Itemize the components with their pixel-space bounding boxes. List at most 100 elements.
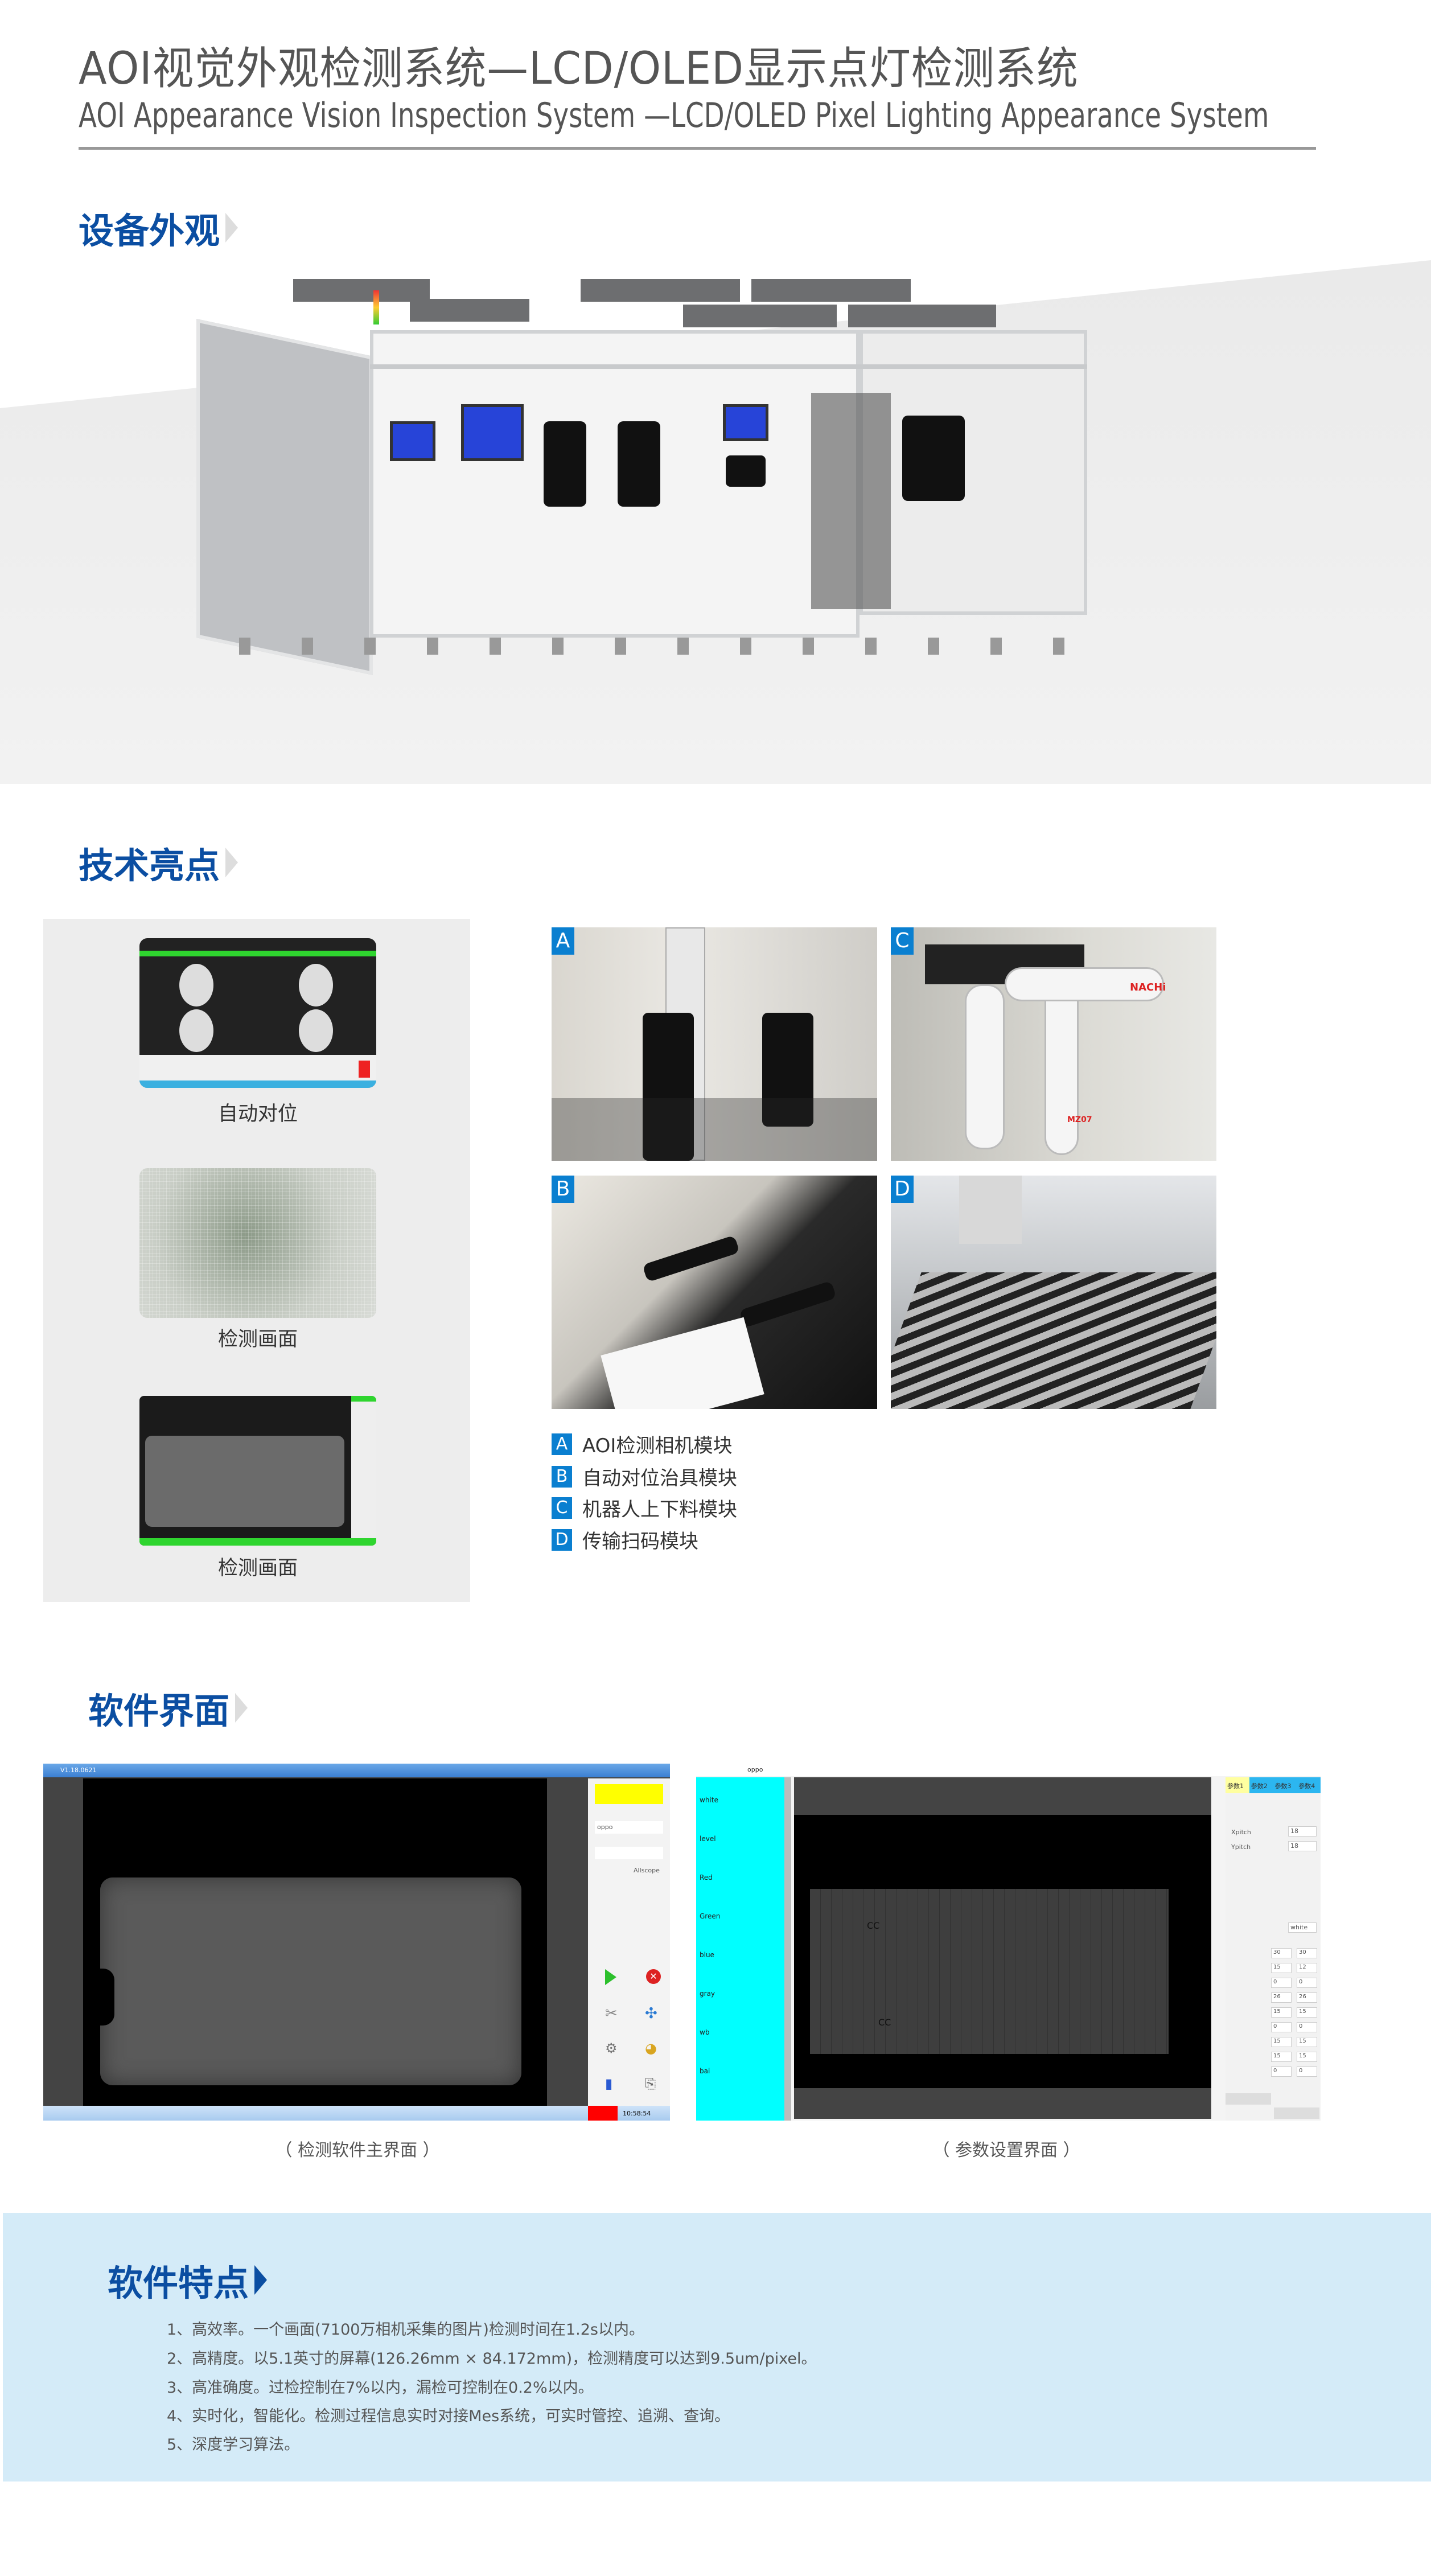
threshold-input[interactable]: 0	[1271, 1978, 1292, 1988]
threshold-input[interactable]: 15	[1271, 2037, 1292, 2047]
section-heading-highlights: 技术亮点	[79, 837, 238, 888]
threshold-input[interactable]: 26	[1297, 1992, 1317, 2003]
legend-label: AOI检测相机模块	[582, 1435, 733, 1457]
legend-label: 传输扫码模块	[582, 1530, 698, 1553]
chart-icon[interactable]: ▮	[605, 2076, 613, 2092]
tree-node[interactable]: Red	[700, 1874, 713, 1881]
window-titlebar: V1.18.0621	[43, 1764, 670, 1777]
main-software-screenshot: V1.18.0621 oppo Allscope ✕ ✂ ✣ ⚙ ◕ ▮ ⎘ 1…	[43, 1764, 670, 2121]
photo-aoi-camera-module: A	[552, 927, 877, 1161]
tree-node[interactable]: Green	[700, 1912, 721, 1920]
control-sidebar: oppo Allscope ✕ ✂ ✣ ⚙ ◕ ▮ ⎘	[588, 1778, 670, 2106]
feature-item: 2、高精度。以5.1英寸的屏幕(126.26mm × 84.172mm)，检测精…	[167, 2350, 817, 2368]
feature-item: 4、实时化，智能化。检测过程信息实时对接Mes系统，可实时管控、追溯、查询。	[167, 2407, 730, 2425]
load-image-button[interactable]	[1226, 2093, 1271, 2105]
xpitch-input[interactable]: 18	[1288, 1826, 1317, 1837]
stop-icon[interactable]: ✕	[646, 1969, 661, 1984]
save-image-button[interactable]	[1274, 2107, 1319, 2119]
threshold-input[interactable]: 15	[1271, 2052, 1292, 2062]
tab-param-1[interactable]: 参数1	[1226, 1777, 1249, 1793]
photo-alignment-fixture-module: B	[552, 1176, 877, 1409]
arrow-right-icon	[225, 213, 238, 243]
section-heading-features: 软件特点	[108, 2254, 268, 2306]
threshold-input[interactable]: 15	[1297, 2007, 1317, 2018]
tree-node[interactable]: level	[700, 1835, 716, 1843]
defect-mark: CC	[867, 1920, 880, 1931]
ypitch-input[interactable]: 18	[1288, 1841, 1317, 1851]
tree-node[interactable]: bai	[700, 2067, 710, 2075]
status-time: 10:58:54	[623, 2110, 651, 2117]
feature-item: 5、深度学习算法。	[167, 2436, 300, 2454]
threshold-input[interactable]: 0	[1297, 1978, 1317, 1988]
robot-model-label: MZ07	[1067, 1115, 1092, 1124]
legend-label: 机器人上下料模块	[582, 1498, 737, 1521]
photo-robot-loading-module: NACHi MZ07 C	[891, 927, 1216, 1161]
header-divider	[79, 147, 1316, 150]
color-select[interactable]: white	[1288, 1922, 1317, 1933]
tab-param-3[interactable]: 参数3	[1274, 1782, 1292, 1790]
tab-param-2[interactable]: 参数2	[1251, 1782, 1268, 1790]
threshold-input[interactable]: 15	[1297, 2037, 1317, 2047]
threshold-input[interactable]: 30	[1297, 1948, 1317, 1958]
section-heading-appearance: 设备外观	[79, 202, 238, 253]
tree-node[interactable]: gray	[700, 1990, 716, 1998]
badge-c: C	[891, 927, 914, 955]
auto-alignment-thumbnail	[139, 938, 376, 1088]
badge-a: A	[552, 927, 574, 955]
page-subtitle: AOI Appearance Vision Inspection System …	[79, 96, 1269, 135]
status-bar	[43, 2106, 670, 2121]
thumbnail-label: 检测画面	[217, 1328, 298, 1351]
version-label: V1.18.0621	[60, 1766, 97, 1774]
legend-item-d: D 传输扫码模块	[552, 1526, 698, 1554]
inspect-time-field[interactable]	[595, 1847, 663, 1859]
threshold-input[interactable]: 30	[1271, 1948, 1292, 1958]
threshold-input[interactable]: 0	[1297, 2022, 1317, 2032]
field-label: Ypitch	[1231, 1843, 1251, 1851]
threshold-input[interactable]: 26	[1271, 1992, 1292, 2003]
page-title: AOI视觉外观检测系统—LCD/OLED显示点灯检测系统	[79, 43, 1079, 95]
defect-mark: CC	[878, 2017, 891, 2028]
arrow-right-icon	[254, 2265, 268, 2295]
badge-d: D	[891, 1176, 914, 1203]
legend-badge: D	[552, 1529, 572, 1551]
tree-node[interactable]: wb	[700, 2028, 710, 2036]
field-label: Xpitch	[1231, 1829, 1251, 1836]
play-icon[interactable]	[605, 1969, 616, 1985]
tree-node[interactable]: blue	[700, 1951, 714, 1959]
robot-brand-logo: NACHi	[1130, 981, 1166, 993]
allscope-checkbox[interactable]: Allscope	[634, 1867, 660, 1874]
network-icon[interactable]: ✣	[645, 2005, 657, 2022]
badge-b: B	[552, 1176, 574, 1203]
section-title: 设备外观	[79, 210, 220, 252]
threshold-input[interactable]: 15	[1271, 1963, 1292, 1973]
tab-param-4[interactable]: 参数4	[1298, 1782, 1315, 1790]
legend-label: 自动对位治具模块	[582, 1467, 737, 1490]
tree-node[interactable]: white	[700, 1796, 718, 1804]
model-label: oppo	[747, 1766, 763, 1773]
threshold-input[interactable]: 0	[1271, 2066, 1292, 2077]
params-software-caption: （ 参数设置界面 ）	[932, 2140, 1080, 2160]
arrow-right-icon	[235, 1693, 248, 1723]
feature-item: 3、高准确度。过检控制在7%以内，漏检可控制在0.2%以内。	[167, 2379, 594, 2397]
tools-icon[interactable]: ✂	[605, 2005, 618, 2022]
section-heading-software: 软件界面	[88, 1682, 248, 1733]
threshold-input[interactable]: 15	[1297, 2052, 1317, 2062]
product-name-field[interactable]: oppo	[595, 1821, 663, 1834]
threshold-input[interactable]: 15	[1271, 2007, 1292, 2018]
legend-badge: B	[552, 1465, 572, 1488]
machine-image	[188, 279, 1127, 677]
threshold-input[interactable]: 0	[1297, 2066, 1317, 2077]
exit-icon[interactable]: ⎘	[645, 2076, 656, 2092]
param-tree[interactable]: white level Red Green blue gray wb bai	[696, 1777, 784, 2121]
tree-scrollbar[interactable]	[784, 1777, 791, 2121]
settings-icon[interactable]: ⚙	[605, 2040, 618, 2056]
palette-icon[interactable]: ◕	[645, 2040, 657, 2056]
thumbnail-label: 自动对位	[217, 1103, 298, 1125]
threshold-input[interactable]: 12	[1297, 1963, 1317, 1973]
inspection-thumbnail	[139, 1396, 376, 1546]
threshold-input[interactable]: 0	[1271, 2022, 1292, 2032]
legend-item-b: B 自动对位治具模块	[552, 1462, 737, 1490]
param-panel: 参数1 参数2 参数3 参数4 Xpitch 18 Ypitch 18 whit…	[1226, 1777, 1321, 2121]
